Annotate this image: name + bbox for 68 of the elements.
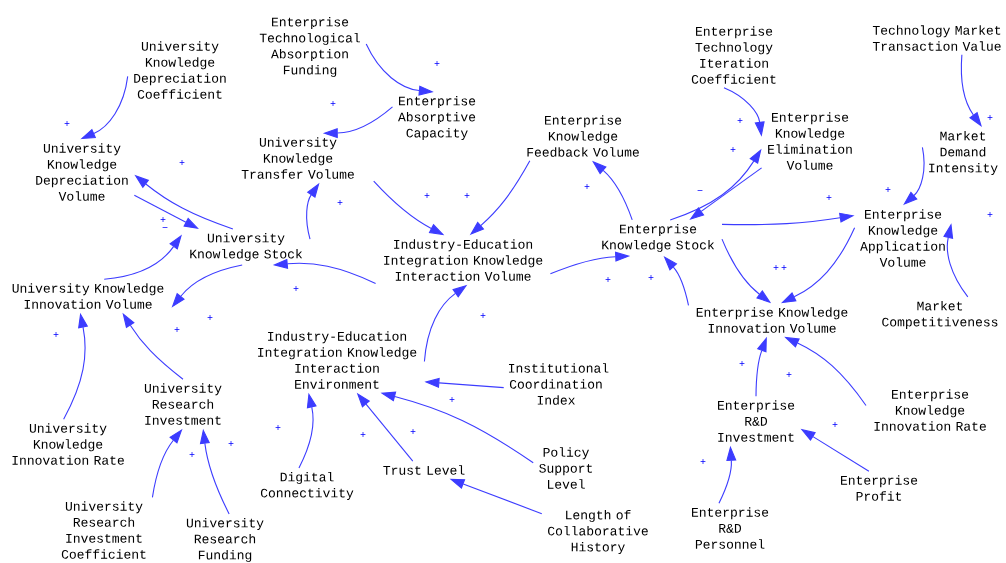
polarity-sign: +	[423, 192, 431, 200]
polarity-sign: +	[359, 431, 367, 439]
polarity-sign: +	[409, 428, 417, 436]
variable-label: University Knowledge Innovation Rate	[12, 423, 124, 465]
variable-label: University Knowledge Innovation Volume	[12, 283, 164, 309]
variable-label: Enterprise Knowledge Elimination Volume	[768, 112, 852, 170]
polarity-sign: +	[736, 117, 744, 125]
polarity-sign: −	[696, 189, 704, 195]
variable-label: Enterprise Absorptive Capacity	[398, 95, 476, 141]
polarity-sign: +	[159, 216, 167, 224]
variable-label: Digital Connectivity	[260, 471, 354, 501]
polarity-sign: +	[479, 312, 487, 320]
variable-label: Market Demand Intensity	[929, 130, 998, 176]
polarity-sign: +	[785, 371, 793, 379]
polarity-sign: +	[52, 331, 60, 339]
polarity-sign: +	[604, 276, 612, 284]
polarity-sign: +	[292, 285, 300, 293]
polarity-sign: +	[173, 326, 181, 334]
variable-label: Market Competitiveness	[882, 300, 998, 330]
polarity-sign: +	[986, 114, 994, 122]
causal-arrow	[960, 54, 982, 127]
variable-label: University Knowledge Transfer Volume	[241, 137, 354, 179]
polarity-sign: +	[738, 360, 746, 368]
variable-label: Enterprise Knowledge Stock	[602, 223, 715, 253]
polarity-sign: +	[336, 199, 344, 207]
variable-label: University Knowledge Stock	[190, 232, 303, 262]
polarity-sign: −	[161, 226, 169, 232]
variable-label: Enterprise Knowledge Feedback Volume	[527, 115, 639, 157]
variable-label: Enterprise Technological Absorption Funding	[259, 16, 360, 78]
variable-label: Institutional Coordination Index	[509, 363, 609, 405]
polarity-sign: +	[433, 60, 441, 68]
polarity-sign: +	[178, 159, 186, 167]
polarity-sign: +	[986, 211, 994, 219]
polarity-sign: +	[274, 424, 282, 432]
variable-label: University Knowledge Depreciation Volume	[36, 143, 128, 201]
variable-label: Enterprise R&D Personnel	[692, 507, 769, 549]
variable-label: Length of Collaborative History	[548, 509, 648, 555]
variable-label: Enterprise Knowledge Innovation Rate	[874, 389, 986, 431]
polarity-sign: +	[884, 186, 892, 194]
variable-label: University Knowledge Depreciation Coefficient	[134, 41, 226, 99]
variable-label: Industry-Education Integration Knowledge Interaction Volume	[384, 239, 543, 281]
variable-label: Enterprise Technology Iteration Coefficient	[691, 26, 776, 84]
polarity-sign: +	[188, 451, 196, 459]
polarity-sign: +	[729, 146, 737, 154]
variable-label: Enterprise Profit	[841, 475, 918, 501]
variable-label: Enterprise Knowledge Innovation Volume	[696, 307, 848, 333]
polarity-sign: +	[448, 396, 456, 404]
polarity-sign: +	[583, 183, 591, 191]
polarity-sign: +	[772, 264, 780, 272]
polarity-sign: +	[699, 458, 707, 466]
variable-label: Enterprise R&D Investment	[718, 400, 795, 442]
polarity-sign: +	[825, 194, 833, 202]
polarity-sign: +	[780, 264, 788, 272]
polarity-sign: +	[227, 440, 235, 448]
variable-label: Enterprise Knowledge Application Volume	[860, 209, 945, 267]
variable-label: University Research Funding	[186, 517, 264, 563]
polarity-sign: +	[463, 192, 471, 200]
polarity-sign: +	[647, 274, 655, 282]
variable-label: Industry-Education Integration Knowledge Interaction Environment	[258, 331, 417, 389]
polarity-sign: +	[63, 120, 71, 128]
variable-label: Trust Level	[383, 465, 465, 475]
polarity-sign: +	[329, 100, 337, 108]
variable-label: University Research Investment	[144, 383, 222, 425]
polarity-sign: +	[831, 421, 839, 429]
variable-label: Policy Support Level	[539, 447, 592, 489]
variable-label: University Research Investment Coefficient	[61, 501, 146, 559]
polarity-sign: +	[206, 314, 214, 322]
variable-label: Technology Market Transaction Value	[872, 25, 1001, 51]
